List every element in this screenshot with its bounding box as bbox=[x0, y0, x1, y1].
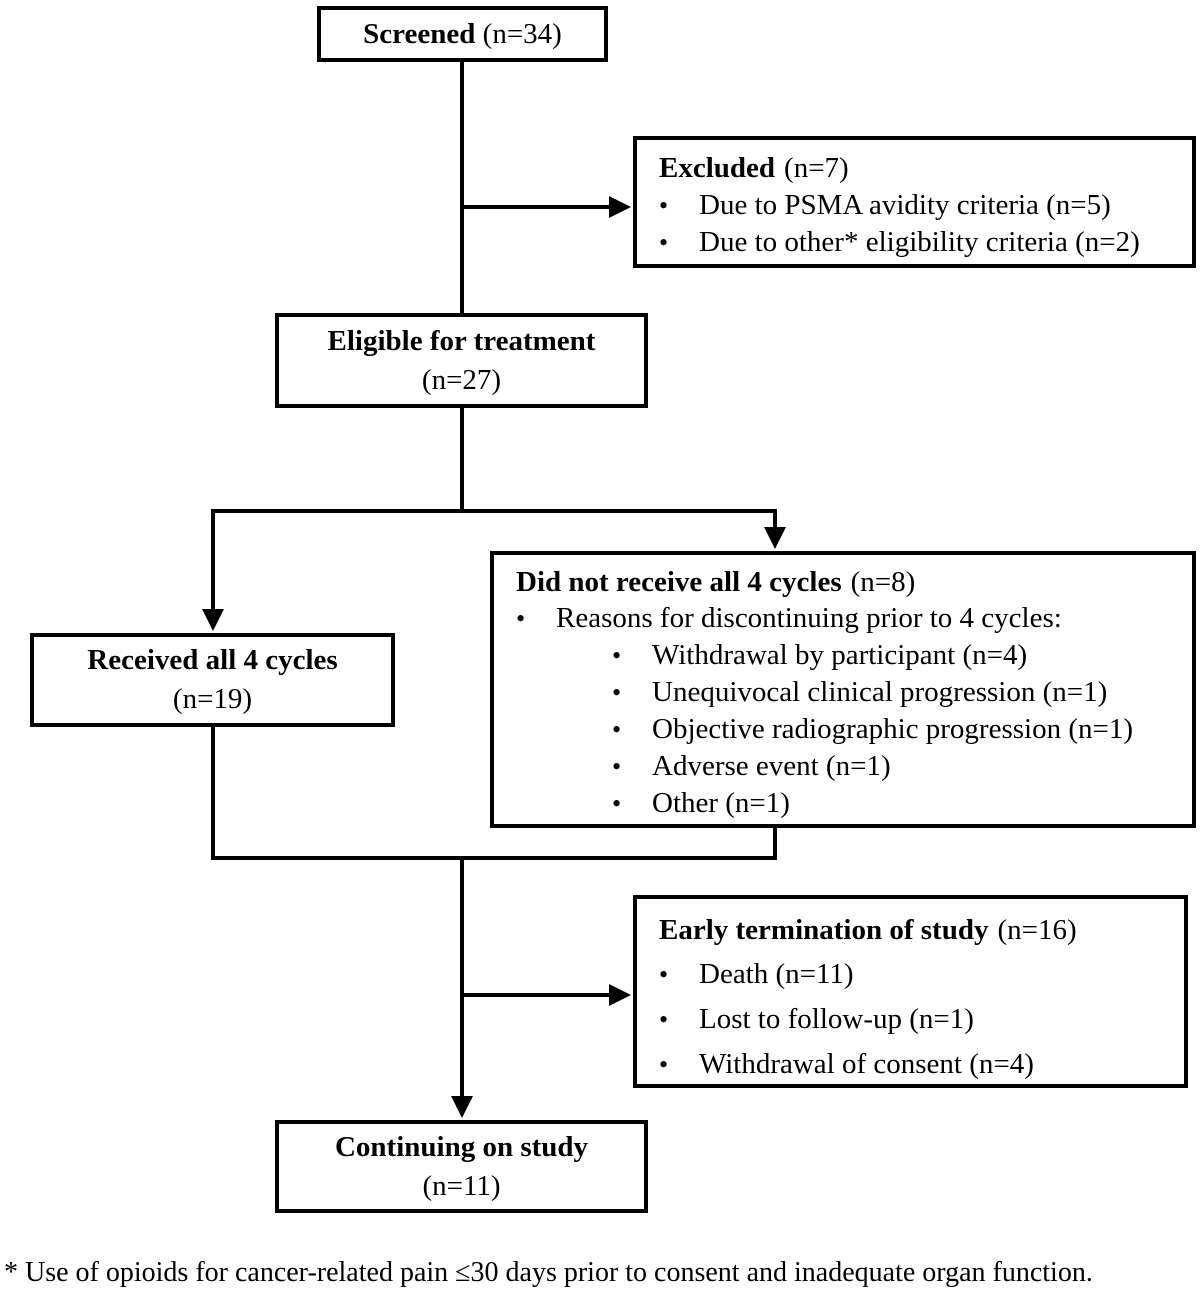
bullet-icon: • bbox=[612, 641, 622, 670]
continuing-count: (n=11) bbox=[422, 1169, 501, 1202]
not-received-sub-bullet-2-text: Unequivocal clinical progression (n=1) bbox=[652, 676, 1108, 708]
bullet-icon: • bbox=[612, 678, 622, 707]
arrowhead-notreceived bbox=[764, 527, 786, 549]
excluded-title: Excluded bbox=[659, 152, 776, 184]
excluded-bullet-2: • Due to other* eligibility criteria (n=2… bbox=[659, 224, 1184, 261]
bullet-icon: • bbox=[516, 604, 526, 633]
early-termination-header: Early termination of study(n=16) bbox=[659, 908, 1176, 952]
not-received-count: (n=8) bbox=[850, 566, 916, 598]
not-received-title: Did not receive all 4 cycles bbox=[516, 566, 842, 598]
eligible-count: (n=27) bbox=[421, 363, 502, 396]
not-received-sub-bullet-1-text: Withdrawal by participant (n=4) bbox=[652, 639, 1028, 671]
excluded-box: Excluded(n=7) • Due to PSMA avidity crite… bbox=[633, 136, 1196, 268]
bullet-icon: • bbox=[612, 715, 622, 744]
excluded-bullet-1: • Due to PSMA avidity criteria (n=5) bbox=[659, 187, 1184, 224]
screened-label: Screened (n=34) bbox=[363, 15, 562, 54]
continuing-box: Continuing on study (n=11) bbox=[275, 1120, 648, 1213]
not-received-sub-bullet-3: • Objective radiographic progression (n=1… bbox=[612, 711, 1184, 748]
early-termination-count: (n=16) bbox=[997, 914, 1077, 946]
not-received-header: Did not receive all 4 cycles(n=8) bbox=[516, 564, 1184, 600]
not-received-sub-bullet-3-text: Objective radiographic progression (n=1) bbox=[652, 713, 1134, 745]
early-termination-bullet-2: • Lost to follow-up (n=1) bbox=[659, 997, 1176, 1042]
early-termination-box: Early termination of study(n=16) • Death … bbox=[633, 895, 1188, 1088]
excluded-bullet-2-text: Due to other* eligibility criteria (n=2) bbox=[699, 226, 1140, 258]
bullet-icon: • bbox=[659, 960, 669, 989]
not-received-box: Did not receive all 4 cycles(n=8) • Reaso… bbox=[490, 551, 1196, 828]
bullet-icon: • bbox=[659, 1050, 669, 1079]
not-received-sub-bullet-2: • Unequivocal clinical progression (n=1) bbox=[612, 674, 1184, 711]
early-termination-bullet-3: • Withdrawal of consent (n=4) bbox=[659, 1042, 1176, 1087]
arrowhead-excluded bbox=[609, 196, 631, 218]
footnote: * Use of opioids for cancer-related pain… bbox=[4, 1257, 1093, 1288]
bullet-icon: • bbox=[612, 752, 622, 781]
early-termination-bullet-1-text: Death (n=11) bbox=[699, 958, 854, 990]
excluded-header: Excluded(n=7) bbox=[659, 150, 1184, 187]
screened-count: (n=34) bbox=[482, 17, 562, 50]
early-termination-bullet-3-text: Withdrawal of consent (n=4) bbox=[699, 1048, 1034, 1080]
arrowhead-early-termination bbox=[609, 984, 631, 1006]
arrowhead-received bbox=[202, 609, 224, 631]
bullet-icon: • bbox=[659, 1005, 669, 1034]
received-title: Received all 4 cycles bbox=[87, 644, 338, 676]
screened-box: Screened (n=34) bbox=[317, 6, 608, 62]
screened-title: Screened bbox=[363, 17, 476, 50]
eligible-title: Eligible for treatment bbox=[327, 324, 596, 357]
eligible-box: Eligible for treatment (n=27) bbox=[275, 313, 648, 408]
bullet-icon: • bbox=[659, 191, 669, 220]
continuing-title: Continuing on study bbox=[334, 1130, 589, 1163]
arrowhead-continuing bbox=[451, 1096, 473, 1118]
bullet-icon: • bbox=[612, 789, 622, 818]
excluded-count: (n=7) bbox=[784, 152, 849, 184]
excluded-bullet-1-text: Due to PSMA avidity criteria (n=5) bbox=[699, 189, 1111, 221]
not-received-sub-bullet-5: • Other (n=1) bbox=[612, 785, 1184, 822]
not-received-sub-bullet-4: • Adverse event (n=1) bbox=[612, 748, 1184, 785]
received-count: (n=19) bbox=[172, 683, 253, 715]
early-termination-bullet-2-text: Lost to follow-up (n=1) bbox=[699, 1003, 974, 1035]
not-received-sub-bullet-1: • Withdrawal by participant (n=4) bbox=[612, 637, 1184, 674]
received-box: Received all 4 cycles (n=19) bbox=[30, 633, 395, 727]
not-received-sub-bullet-5-text: Other (n=1) bbox=[652, 787, 790, 819]
early-termination-bullet-1: • Death (n=11) bbox=[659, 952, 1176, 997]
bullet-icon: • bbox=[659, 228, 669, 257]
early-termination-title: Early termination of study bbox=[659, 914, 989, 946]
not-received-bullet-1-text: Reasons for discontinuing prior to 4 cyc… bbox=[556, 602, 1062, 634]
not-received-bullet-1: • Reasons for discontinuing prior to 4 cy… bbox=[516, 600, 1184, 637]
not-received-sub-bullet-4-text: Adverse event (n=1) bbox=[652, 750, 891, 782]
